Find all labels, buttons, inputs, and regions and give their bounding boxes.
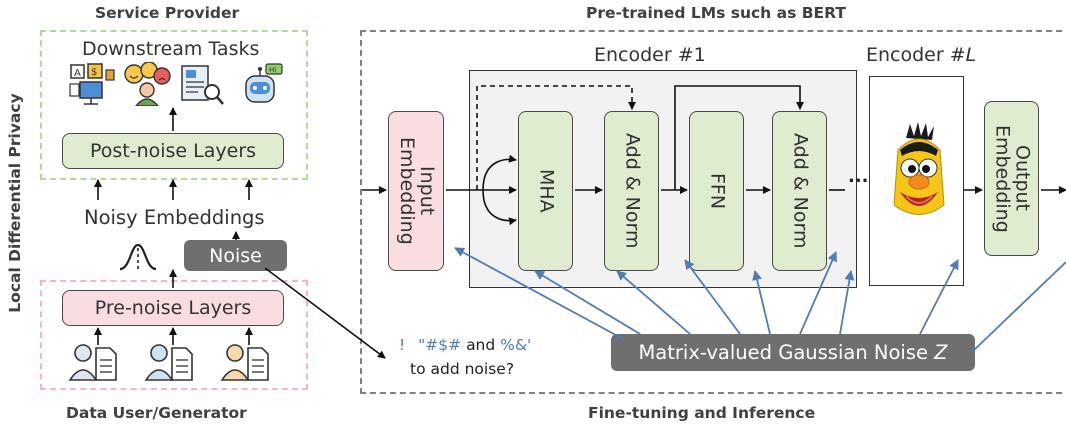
arrow-mha-upper <box>482 154 517 191</box>
noise-arrow-mha <box>534 270 641 335</box>
ellipsis-label: ... <box>848 166 869 187</box>
add-norm-2-label: Add & Norm <box>789 133 812 249</box>
user-document-icon <box>144 342 196 382</box>
question-mark-2: "#$# <box>418 336 462 354</box>
gaussian-curve-icon <box>118 242 158 272</box>
add-norm-1-box: Add & Norm <box>604 111 659 271</box>
sentiment-task-icon <box>122 61 172 107</box>
pre-noise-layers-box: Pre-noise Layers <box>62 290 284 326</box>
svg-text:Hi: Hi <box>269 66 276 74</box>
bert-character-icon <box>886 120 952 235</box>
user-document-icon <box>68 342 120 382</box>
question-line-1: ! "#$# and %&' <box>399 336 531 354</box>
residual-arrow-2 <box>674 85 804 190</box>
lm-region <box>360 30 1066 394</box>
gaussian-noise-z-text: Matrix-valued Gaussian Noise <box>638 341 935 364</box>
output-embedding-line2: Embedding <box>991 124 1014 233</box>
service-provider-title: Service Provider <box>95 4 240 22</box>
data-user-region <box>40 280 308 390</box>
encoder-l-label: Encoder #L <box>866 44 976 66</box>
noise-arrow-input <box>454 247 626 341</box>
document-search-task-icon <box>178 62 226 106</box>
output-embedding-box: Output Embedding <box>984 101 1039 256</box>
post-noise-layers-label: Post-noise Layers <box>89 140 257 162</box>
noise-arrow-addnorm-1 <box>616 270 691 335</box>
encoder-l-variable: L <box>965 44 977 66</box>
add-norm-1-label: Add & Norm <box>621 133 644 249</box>
data-user-title: Data User/Generator <box>66 404 247 422</box>
arrow-noise-to-question <box>264 267 386 359</box>
question-line-2: to add noise? <box>410 360 515 378</box>
user-document-icon <box>220 342 272 382</box>
question-mark-3: %&' <box>500 336 532 354</box>
noise-arrow-addnorm-2 <box>799 251 837 335</box>
encoder-l-prefix: Encoder # <box>866 44 966 66</box>
noise-arrow-encoder-1 <box>839 270 855 335</box>
noise-badge: Noise <box>184 240 287 271</box>
pre-noise-layers-label: Pre-noise Layers <box>94 297 252 319</box>
noisy-embeddings-label: Noisy Embeddings <box>84 206 265 229</box>
add-norm-2-box: Add & Norm <box>772 111 827 271</box>
ffn-label: FFN <box>706 172 729 210</box>
noise-arrow-encoder-l <box>919 259 959 335</box>
question-and: and <box>466 336 496 354</box>
post-noise-layers-box: Post-noise Layers <box>62 133 284 169</box>
input-embedding-line1: Input <box>415 166 438 216</box>
encoder-1-label: Encoder #1 <box>594 44 706 66</box>
gaussian-noise-z-badge: Matrix-valued Gaussian Noise Z <box>611 334 975 371</box>
noise-arrow-output <box>971 261 1066 353</box>
pretrained-lm-title: Pre-trained LMs such as BERT <box>586 4 846 22</box>
svg-text:$: $ <box>91 67 97 78</box>
input-embedding-box: Input Embedding <box>388 111 444 271</box>
input-embedding-line2: Embedding <box>396 137 418 245</box>
mha-box: MHA <box>518 111 573 271</box>
translation-task-icon: A $ <box>68 62 116 106</box>
finetuning-title: Fine-tuning and Inference <box>588 404 816 422</box>
gaussian-noise-z-variable: Z <box>934 341 948 364</box>
noise-label: Noise <box>209 244 262 267</box>
chatbot-task-icon: Hi <box>240 62 286 106</box>
ffn-box: FFN <box>689 111 744 271</box>
svg-text:A: A <box>74 68 81 79</box>
residual-arrow-1 <box>476 85 636 190</box>
output-embedding-line1: Output <box>1011 145 1034 212</box>
noise-arrow-ffn <box>752 270 771 335</box>
arrow-mha-lower <box>482 189 517 226</box>
downstream-tasks-label: Downstream Tasks <box>82 38 260 60</box>
question-mark-1: ! <box>399 336 406 354</box>
mha-label: MHA <box>535 169 558 213</box>
noise-arrow-encoder-gap <box>684 259 741 335</box>
